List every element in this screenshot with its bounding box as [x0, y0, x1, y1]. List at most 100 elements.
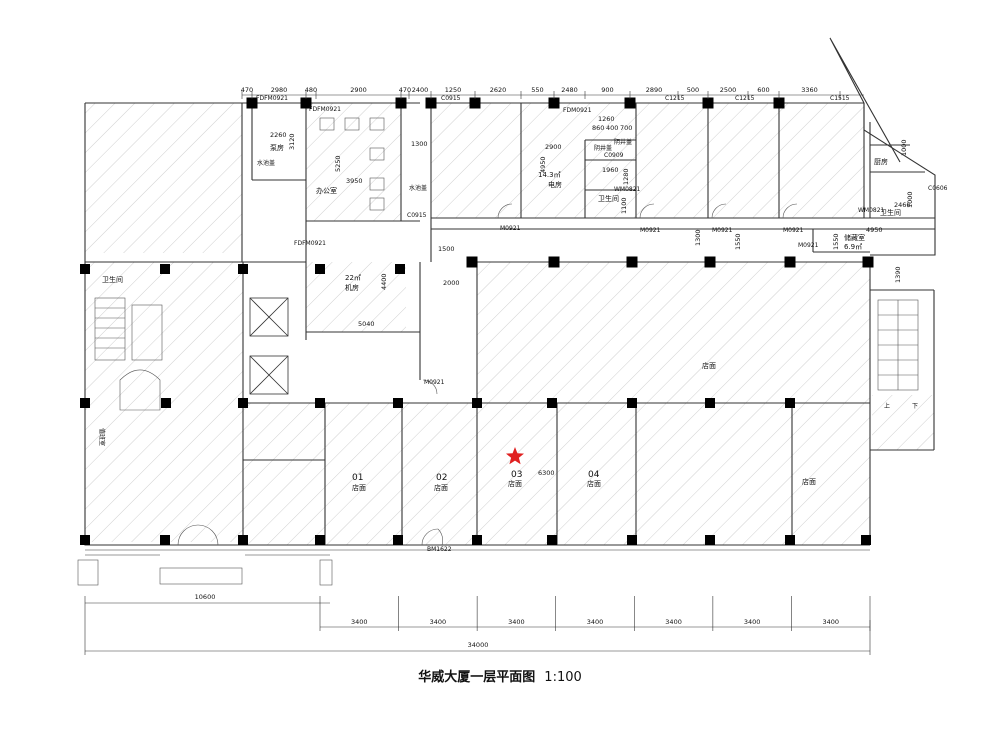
- column: [862, 256, 874, 268]
- top-dim-label: 470: [241, 86, 253, 94]
- top-dim-label: 470: [399, 86, 411, 94]
- column: [238, 264, 248, 274]
- column: [300, 97, 312, 109]
- column: [773, 97, 785, 109]
- top-dim-label: 2500: [720, 86, 737, 94]
- inner-dim-5250: 5250: [334, 155, 342, 172]
- column: [705, 535, 715, 545]
- column: [627, 398, 637, 408]
- column: [466, 256, 478, 268]
- column: [246, 97, 258, 109]
- column: [80, 398, 90, 408]
- top-dim-label: 500: [687, 86, 699, 94]
- stair-up-label: 上: [884, 402, 890, 410]
- door-code-3: FDFM0921: [294, 240, 326, 247]
- bottom-dim-label: 3400: [508, 618, 525, 626]
- room-kitchen-label: 厨房: [874, 157, 888, 166]
- top-dim-label: 550: [531, 86, 543, 94]
- stairs: [94, 297, 919, 411]
- inner-dim-1280: 1280: [622, 168, 630, 185]
- inner-dim-1500: 1500: [438, 245, 455, 253]
- column: [785, 398, 795, 408]
- window-code-2: C0915: [407, 212, 427, 219]
- bottom-dim-label: 3400: [430, 618, 447, 626]
- door-swings: [177, 203, 798, 546]
- column: [395, 264, 405, 274]
- bottom-dim-label: 3400: [665, 618, 682, 626]
- window-code-6: C0606: [928, 185, 948, 192]
- shaft-label: 阴井盖: [594, 144, 612, 152]
- inner-dim-1390: 1390: [894, 266, 902, 283]
- column: [547, 535, 557, 545]
- door-code-11: WM0821: [614, 186, 641, 193]
- inner-dim-5040: 5040: [358, 320, 375, 328]
- shaft-label-2: 阴井盖: [614, 138, 632, 146]
- room-pump-label: 泵房: [270, 143, 284, 152]
- entrance-steps: [77, 559, 333, 586]
- door-code-1: FDFM0921: [256, 95, 288, 102]
- column: [315, 398, 325, 408]
- column: [238, 398, 248, 408]
- room-storage-area: 6.9㎡: [844, 243, 862, 251]
- column: [547, 398, 557, 408]
- inner-dim-1960: 1960: [602, 166, 619, 174]
- column: [626, 256, 638, 268]
- window-code-5: C1515: [830, 95, 850, 102]
- shop-01-label: 店面: [352, 483, 366, 492]
- column: [315, 535, 325, 545]
- column: [472, 398, 482, 408]
- storefront: [85, 549, 870, 556]
- inner-dim-3120: 3120: [288, 133, 296, 150]
- column: [80, 535, 90, 545]
- drawing-title: 华威大厦一层平面图 1:100: [0, 666, 1000, 685]
- inner-dim-1000b: 1000: [906, 191, 914, 208]
- inner-dim-1550a: 1550: [734, 233, 742, 250]
- shop-01-number: 01: [352, 473, 363, 483]
- door-code-8: M0921: [783, 227, 804, 234]
- column: [315, 264, 325, 274]
- inner-dim-860: 860: [592, 124, 604, 132]
- left-dimension: 10600: [195, 593, 216, 601]
- pool-cover-label: 水池盖: [257, 159, 275, 167]
- total-dimension: 34000: [468, 641, 489, 649]
- top-dim-label: 480: [305, 86, 317, 94]
- column: [393, 398, 403, 408]
- inner-dim-6300: 6300: [538, 469, 555, 477]
- door-code-6: M0921: [640, 227, 661, 234]
- column: [393, 535, 403, 545]
- top-dim-label: 2980: [271, 86, 288, 94]
- inner-dim-1300b: 1300: [694, 229, 702, 246]
- column: [160, 264, 170, 274]
- top-dim-label: 600: [757, 86, 769, 94]
- column: [238, 535, 248, 545]
- bottom-dim-label: 3400: [822, 618, 839, 626]
- shop-04-number: 04: [588, 470, 600, 480]
- door-code-4: FDM0921: [563, 107, 592, 114]
- door-code-7: M0921: [712, 227, 733, 234]
- shop-02-number: 02: [436, 473, 447, 483]
- stair-down-label: 下: [912, 403, 918, 410]
- inner-dim-1000a: 1000: [900, 139, 908, 156]
- drawing-title-name: 华威大厦一层平面图: [418, 670, 536, 685]
- room-machine-area: 22㎡: [345, 274, 361, 282]
- shop-03-number: 03: [511, 470, 522, 480]
- room-storage-label: 储藏室: [844, 233, 865, 242]
- room-electrical-label: 电房: [548, 180, 562, 189]
- top-dim-label: 2900: [350, 86, 367, 94]
- column: [784, 256, 796, 268]
- column: [704, 256, 716, 268]
- inner-dim-2260: 2260: [270, 131, 287, 139]
- columns: [80, 97, 874, 545]
- top-dim-label: 3360: [801, 86, 818, 94]
- inner-dim-2900: 2900: [545, 143, 562, 151]
- pool-cover-label-2: 水池盖: [409, 184, 427, 192]
- inner-dim-4400: 4400: [380, 273, 388, 290]
- column: [160, 535, 170, 545]
- elevators: [249, 297, 289, 395]
- window-code-4: C1215: [735, 95, 755, 102]
- red-star-marker: [506, 447, 524, 465]
- top-dim-label: 1250: [445, 86, 462, 94]
- room-electrical-area: 14.3㎡: [538, 171, 561, 179]
